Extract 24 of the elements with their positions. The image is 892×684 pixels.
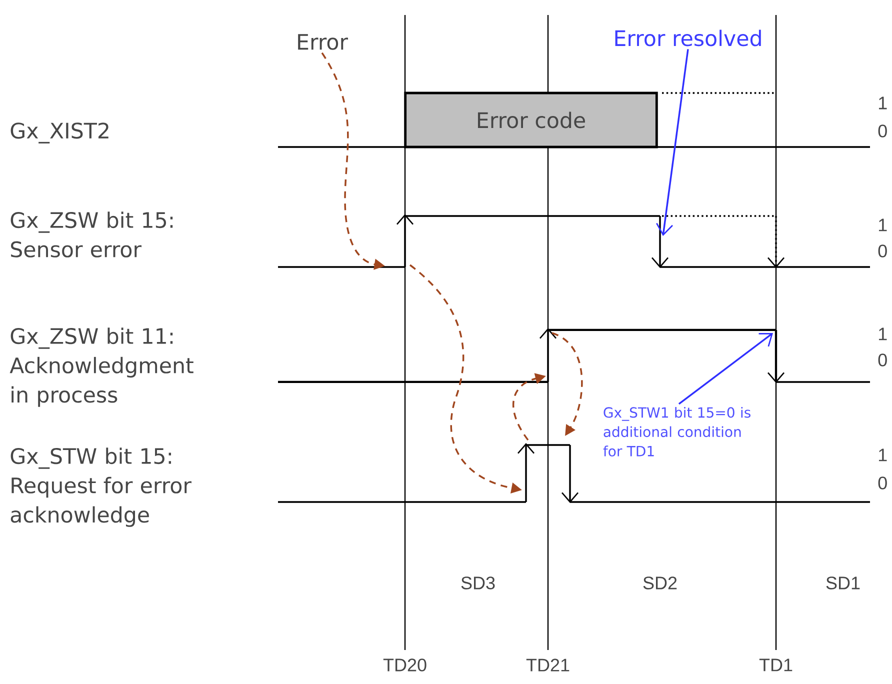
state-label: SD1 [826, 576, 860, 590]
level-label: 1 [878, 448, 887, 462]
error-label: Error [293, 31, 351, 53]
state-label: SD2 [643, 576, 677, 590]
level-label: 1 [878, 328, 887, 340]
signal-name: Gx_XIST2 [10, 122, 108, 144]
time-label: TD1 [759, 658, 792, 672]
level-label: 0 [878, 244, 887, 258]
time-label: TD20 [383, 658, 426, 672]
pointer-arrow [656, 49, 689, 236]
level-label: 1 [878, 218, 887, 232]
level-label: 1 [878, 96, 887, 110]
level-label: 0 [878, 354, 887, 366]
pointer-arrow [678, 333, 773, 405]
signal-name: Gx_STW bit 15: Request for error acknowledge [10, 448, 192, 527]
time-label: TD21 [526, 658, 570, 672]
signal-name: Gx_ZSW bit 15: Sensor error [10, 212, 173, 258]
level-label: 0 [878, 124, 887, 138]
signal-name: Gx_ZSW bit 11: Acknowledgment in process [10, 328, 194, 407]
callout-text: Gx_STW1 bit 15=0 is additional condition for TD1 [600, 404, 758, 460]
level-label: 0 [878, 476, 887, 490]
callout-text: Error resolved [615, 30, 761, 46]
state-label: SD3 [461, 576, 495, 590]
code-box: Error code [404, 92, 658, 148]
